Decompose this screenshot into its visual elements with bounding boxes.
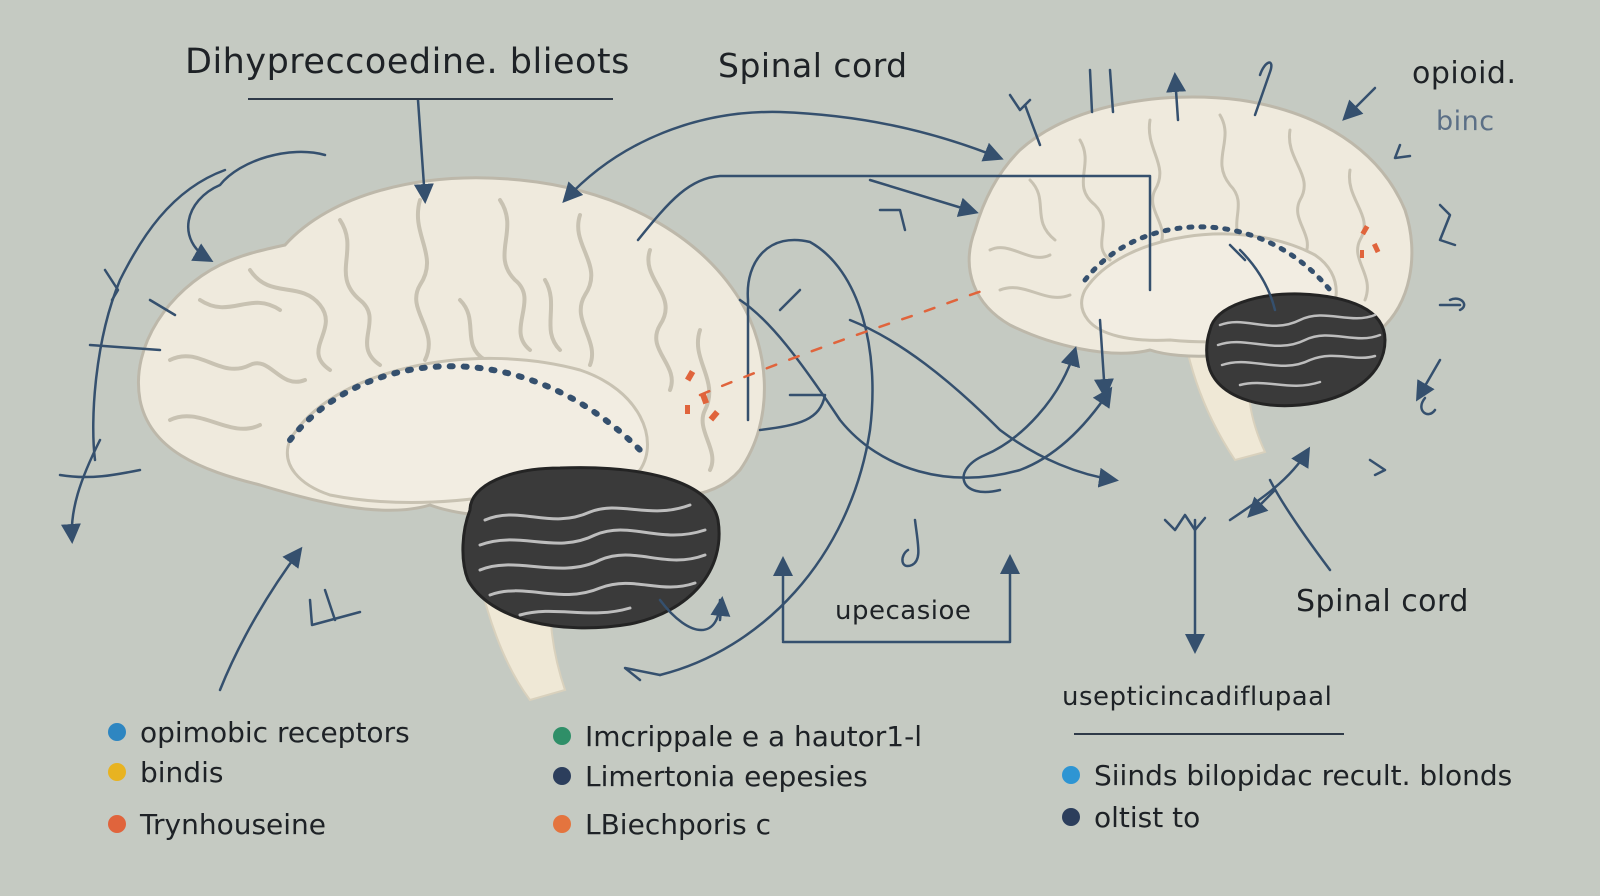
legend-dot-green — [553, 727, 571, 745]
legend-dot-navy — [553, 767, 571, 785]
legend-label: Limertonia eepesies — [585, 759, 868, 793]
legend-item: LBiechporis c — [553, 804, 922, 844]
legend-label: Siinds bilopidac recult. blonds — [1094, 758, 1513, 792]
legend-dot-orange — [553, 815, 571, 833]
legend-dot-blue — [108, 723, 126, 741]
legend-item: oltist to — [1062, 797, 1512, 837]
legend-label: oltist to — [1094, 800, 1201, 834]
legend-middle: Imcrippale e a hautor1-l Limertonia eepe… — [553, 716, 922, 844]
legend-dot-orange — [108, 815, 126, 833]
annotation-arrows — [58, 61, 1466, 692]
label-spinal-cord-top: Spinal cord — [718, 46, 908, 85]
orange-connector — [698, 288, 987, 397]
brain-left-icon — [137, 176, 766, 702]
title-underline — [248, 98, 613, 100]
label-opioid: opioid. — [1412, 56, 1517, 91]
legend-item: bindis — [108, 752, 410, 792]
legend-item: Siinds bilopidac recult. blonds — [1062, 755, 1512, 795]
legend-label: bindis — [140, 755, 224, 789]
legend-item: Imcrippale e a hautor1-l — [553, 716, 922, 756]
label-upecasioe: upecasioe — [835, 596, 972, 626]
legend-dot-yellow — [108, 763, 126, 781]
legend-right: Siinds bilopidac recult. blonds oltist t… — [1062, 755, 1512, 837]
legend-left: opimobic receptors bindis Trynhouseine — [108, 712, 410, 844]
legend-item: opimobic receptors — [108, 712, 410, 752]
legend-item: Limertonia eepesies — [553, 756, 922, 796]
legend-label: opimobic receptors — [140, 715, 410, 749]
label-binc: binc — [1436, 106, 1495, 137]
diagram-title: Dihypreccoedine. blieots — [185, 42, 630, 82]
legend-item: Trynhouseine — [108, 804, 410, 844]
brain-right-icon — [967, 95, 1414, 462]
legend-label: LBiechporis c — [585, 807, 772, 841]
usep-underline — [1074, 733, 1344, 735]
legend-dot-navy — [1062, 808, 1080, 826]
legend-label: Trynhouseine — [140, 807, 327, 841]
legend-label: Imcrippale e a hautor1-l — [585, 719, 922, 753]
legend-dot-blue — [1062, 766, 1080, 784]
label-spinal-cord-right: Spinal cord — [1296, 584, 1469, 619]
label-usepticincadiflupaal: usepticincadiflupaal — [1062, 682, 1333, 712]
